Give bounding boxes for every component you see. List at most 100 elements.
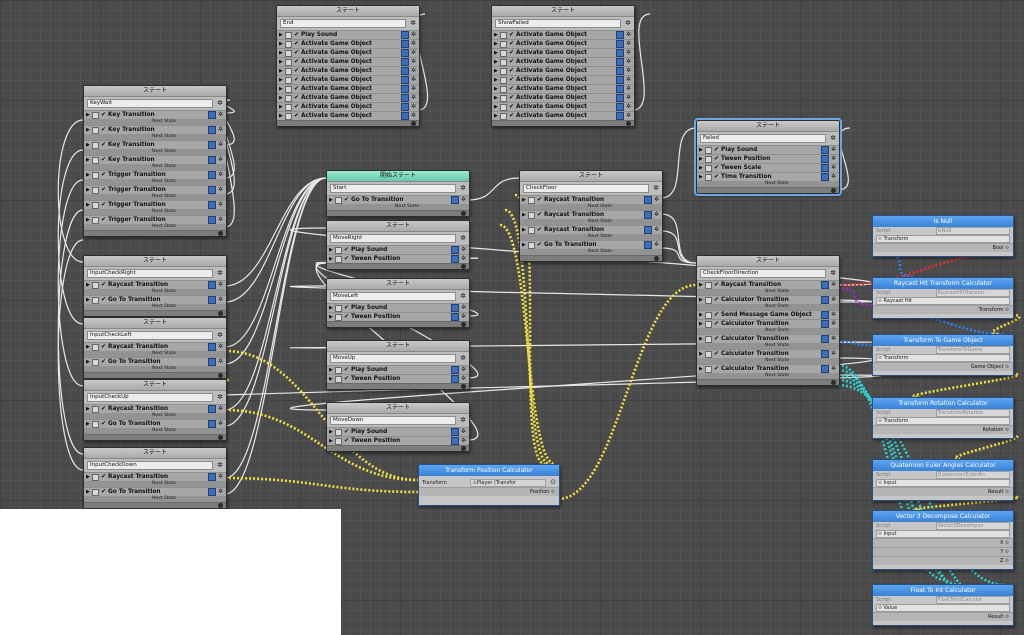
enable-checkbox[interactable]: ✔ — [294, 40, 300, 47]
enable-checkbox[interactable]: ✔ — [101, 420, 107, 427]
gear-icon[interactable]: ✲ — [410, 31, 417, 38]
expand-arrow-icon[interactable]: ▶ — [329, 376, 333, 382]
book-icon[interactable] — [644, 226, 652, 234]
output-slot[interactable]: Position ⟐ — [419, 487, 559, 496]
enable-checkbox[interactable]: ✔ — [294, 103, 300, 110]
expand-arrow-icon[interactable]: ▶ — [279, 77, 283, 83]
gear-icon[interactable]: ✲ — [830, 320, 837, 327]
state-header[interactable]: ステート — [697, 121, 839, 132]
expand-arrow-icon[interactable]: ▶ — [522, 197, 526, 203]
book-icon[interactable] — [208, 111, 216, 119]
book-icon[interactable] — [821, 146, 829, 154]
behaviour-row[interactable]: ▶✔Activate Game Object✲ — [492, 57, 634, 66]
gear-icon[interactable]: ✲ — [625, 31, 632, 38]
behaviour-row[interactable]: ▶✔Go To Transition✲ — [84, 487, 226, 496]
book-icon[interactable] — [208, 473, 216, 481]
input-slot[interactable]: ⟐ Input — [876, 530, 1010, 538]
behaviour-row[interactable]: ▶✔Raycast Transition✲ — [520, 225, 662, 234]
behaviour-row[interactable]: ▶✔Play Sound✲ — [697, 145, 839, 154]
enable-checkbox[interactable]: ✔ — [714, 173, 720, 180]
gear-icon[interactable]: ✲ — [217, 343, 224, 350]
calculator-title[interactable]: Float To Int Calculator — [873, 585, 1013, 596]
gear-icon[interactable]: ✲ — [217, 141, 224, 148]
book-icon[interactable] — [451, 304, 459, 312]
behaviour-row[interactable]: ▶✔Activate Game Object✲ — [492, 39, 634, 48]
gear-icon[interactable]: ✲ — [460, 234, 466, 242]
expand-arrow-icon[interactable]: ▶ — [329, 438, 333, 444]
enable-checkbox[interactable]: ✔ — [101, 111, 107, 118]
output-port-icon[interactable] — [626, 121, 631, 126]
gear-icon[interactable]: ✲ — [830, 134, 836, 142]
expand-arrow-icon[interactable]: ▶ — [699, 366, 703, 372]
next-state-slot[interactable]: Next State — [520, 204, 662, 210]
behaviour-row[interactable]: ▶✔Activate Game Object✲ — [277, 93, 419, 102]
book-icon[interactable] — [821, 311, 829, 319]
book-icon[interactable] — [644, 211, 652, 219]
expand-arrow-icon[interactable]: ▶ — [494, 68, 498, 74]
output-port-icon[interactable] — [461, 211, 466, 216]
gear-icon[interactable]: ✲ — [217, 461, 223, 469]
enable-checkbox[interactable]: ✔ — [344, 246, 350, 253]
behaviour-row[interactable]: ▶✔Activate Game Object✲ — [492, 66, 634, 75]
gear-icon[interactable]: ✲ — [217, 420, 224, 427]
input-slot[interactable]: ⟐ Transform — [876, 235, 1010, 243]
state-name-field[interactable]: InputCheckRight — [87, 269, 213, 278]
behaviour-row[interactable]: ▶✔Trigger Transition✲ — [84, 170, 226, 179]
next-state-slot[interactable]: Next State — [84, 164, 226, 170]
state-name-field[interactable]: CheckFloorDirection — [700, 269, 826, 278]
expand-arrow-icon[interactable]: ▶ — [279, 41, 283, 47]
gear-icon[interactable]: ✲ — [653, 241, 660, 248]
next-state-slot[interactable]: Next State — [520, 234, 662, 240]
expand-arrow-icon[interactable]: ▶ — [329, 197, 333, 203]
expand-arrow-icon[interactable]: ▶ — [494, 77, 498, 83]
output-port-icon[interactable] — [218, 231, 223, 236]
gear-icon[interactable]: ✲ — [830, 350, 837, 357]
gear-icon[interactable]: ✲ — [625, 112, 632, 119]
next-state-slot[interactable]: Next State — [84, 134, 226, 140]
expand-arrow-icon[interactable]: ▶ — [494, 86, 498, 92]
state-header[interactable]: ステート — [697, 256, 839, 267]
expand-arrow-icon[interactable]: ▶ — [494, 41, 498, 47]
next-state-slot[interactable]: Next State — [84, 496, 226, 502]
behaviour-row[interactable]: ▶✔Activate Game Object✲ — [277, 84, 419, 93]
book-icon[interactable] — [616, 76, 624, 84]
state-header[interactable]: ステート — [84, 86, 226, 97]
expand-arrow-icon[interactable]: ▶ — [86, 187, 90, 193]
gear-icon[interactable]: ✲ — [217, 99, 223, 107]
gear-icon[interactable]: ✲ — [653, 184, 659, 192]
expand-arrow-icon[interactable]: ▶ — [86, 157, 90, 163]
enable-checkbox[interactable]: ✔ — [101, 216, 107, 223]
gear-icon[interactable]: ✲ — [217, 126, 224, 133]
behaviour-row[interactable]: ▶✔Go To Transition✲ — [84, 295, 226, 304]
enable-checkbox[interactable]: ✔ — [101, 488, 107, 495]
expand-arrow-icon[interactable]: ▶ — [86, 282, 90, 288]
enable-checkbox[interactable]: ✔ — [344, 196, 350, 203]
expand-arrow-icon[interactable]: ▶ — [494, 113, 498, 119]
expand-arrow-icon[interactable]: ▶ — [329, 367, 333, 373]
behaviour-row[interactable]: ▶✔Play Sound✲ — [327, 427, 469, 436]
behaviour-row[interactable]: ▶✔Raycast Transition✲ — [697, 280, 839, 289]
book-icon[interactable] — [616, 103, 624, 111]
gear-icon[interactable]: ✲ — [410, 112, 417, 119]
gear-icon[interactable]: ✲ — [217, 216, 224, 223]
enable-checkbox[interactable]: ✔ — [101, 141, 107, 148]
book-icon[interactable] — [208, 296, 216, 304]
output-port-icon[interactable] — [831, 380, 836, 385]
book-icon[interactable] — [401, 31, 409, 39]
enable-checkbox[interactable]: ✔ — [714, 164, 720, 171]
expand-arrow-icon[interactable]: ▶ — [279, 104, 283, 110]
expand-arrow-icon[interactable]: ▶ — [329, 256, 333, 262]
expand-arrow-icon[interactable]: ▶ — [329, 305, 333, 311]
calculator-title[interactable]: Transform Position Calculator — [419, 465, 559, 476]
state-header[interactable]: 開始ステート — [327, 171, 469, 182]
book-icon[interactable] — [401, 76, 409, 84]
script-field[interactable]: IsNull — [935, 227, 1010, 235]
book-icon[interactable] — [451, 428, 459, 436]
book-icon[interactable] — [451, 255, 459, 263]
gear-icon[interactable]: ✲ — [625, 94, 632, 101]
